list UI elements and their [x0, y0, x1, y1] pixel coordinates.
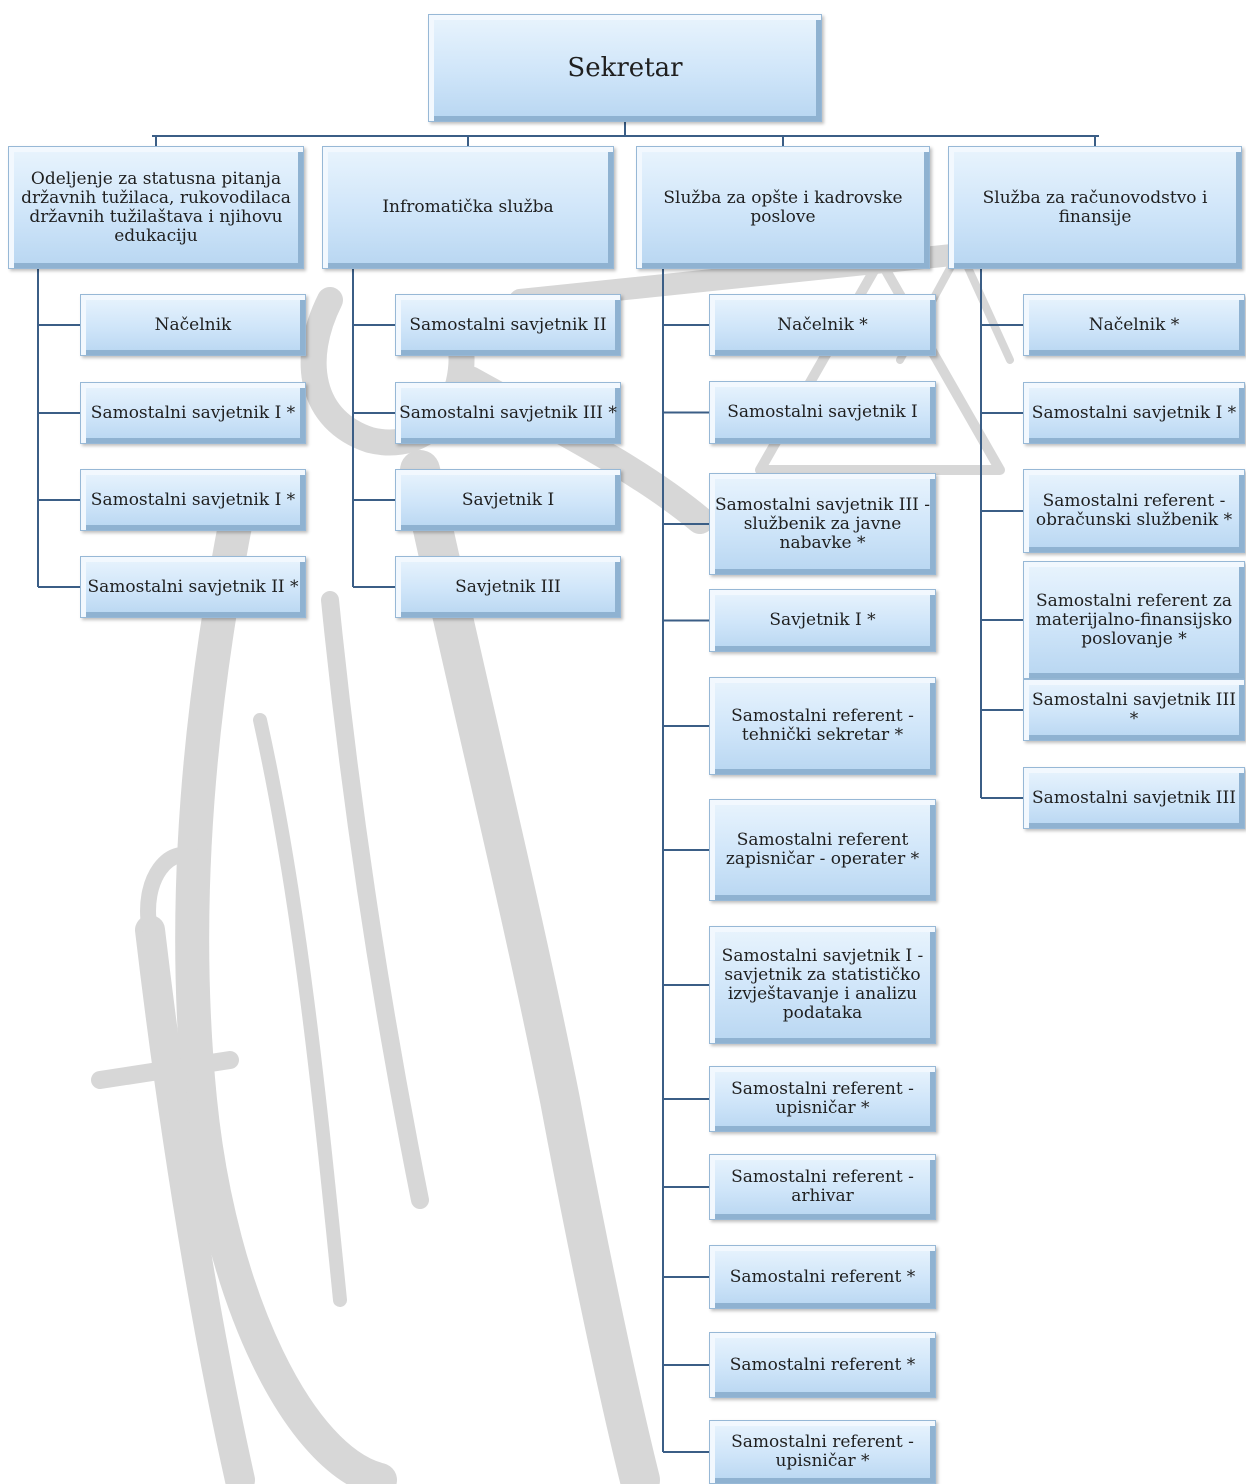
position-box-3-9: Samostalni referent - arhivar: [709, 1154, 936, 1220]
position-box-3-7: Samostalni savjetnik I - savjetnik za st…: [709, 926, 936, 1044]
department-box-3: Služba za opšte i kadrovske poslove: [636, 146, 930, 269]
position-box-2-2-label: Samostalni savjetnik III *: [399, 402, 617, 423]
position-box-2-1: Samostalni savjetnik II: [395, 294, 621, 356]
position-box-3-5-label: Samostalni referent - tehnički sekretar …: [731, 706, 914, 745]
department-box-1: Odeljenje za statusna pitanja državnih t…: [8, 146, 304, 269]
position-box-3-3: Samostalni savjetnik III - službenik za …: [709, 473, 936, 575]
position-box-4-6: Samostalni savjetnik III: [1023, 767, 1245, 829]
root-box-sekretar: Sekretar: [428, 14, 822, 122]
position-box-3-10: Samostalni referent *: [709, 1245, 936, 1309]
department-box-2-label: Infromatička služba: [382, 197, 554, 217]
department-box-3-label: Služba za opšte i kadrovske poslove: [663, 187, 903, 227]
position-box-2-1-label: Samostalni savjetnik II: [409, 314, 607, 335]
position-box-2-3: Savjetnik I: [395, 469, 621, 531]
position-box-3-4: Savjetnik I *: [709, 589, 936, 652]
position-box-2-4-label: Savjetnik III: [455, 576, 561, 597]
department-box-1-label: Odeljenje za statusna pitanja državnih t…: [21, 168, 291, 246]
position-box-4-4: Samostalni referent za materijalno-finan…: [1023, 561, 1245, 679]
position-box-3-2-label: Samostalni savjetnik I: [727, 402, 918, 422]
position-box-4-3: Samostalni referent - obračunski služben…: [1023, 469, 1245, 553]
position-box-4-3-label: Samostalni referent - obračunski služben…: [1035, 491, 1233, 530]
position-box-2-3-label: Savjetnik I: [461, 489, 555, 510]
position-box-3-11: Samostalni referent *: [709, 1332, 936, 1398]
position-box-4-1-label: Načelnik *: [1088, 314, 1180, 335]
position-box-3-8: Samostalni referent - upisničar *: [709, 1066, 936, 1132]
position-box-4-2: Samostalni savjetnik I *: [1023, 382, 1245, 444]
department-box-4-label: Služba za računovodstvo i finansije: [982, 187, 1208, 227]
position-box-3-8-label: Samostalni referent - upisničar *: [731, 1079, 914, 1118]
position-box-3-2: Samostalni savjetnik I: [709, 381, 936, 444]
position-box-2-2: Samostalni savjetnik III *: [395, 382, 621, 444]
position-box-3-11-label: Samostalni referent *: [729, 1354, 916, 1375]
position-box-3-12-label: Samostalni referent - upisničar *: [731, 1432, 914, 1471]
position-box-2-4: Savjetnik III: [395, 556, 621, 618]
position-box-3-3-label: Samostalni savjetnik III - službenik za …: [714, 494, 931, 553]
position-box-1-1: Načelnik: [80, 294, 306, 356]
position-box-3-10-label: Samostalni referent *: [729, 1266, 916, 1287]
position-box-3-7-label: Samostalni savjetnik I - savjetnik za st…: [721, 946, 924, 1023]
position-box-3-6: Samostalni referent zapisničar - operate…: [709, 799, 936, 901]
position-box-1-4: Samostalni savjetnik II *: [80, 556, 306, 618]
position-box-1-4-label: Samostalni savjetnik II *: [87, 576, 299, 597]
position-box-4-1: Načelnik *: [1023, 294, 1245, 356]
position-box-3-4-label: Savjetnik I *: [769, 610, 876, 630]
position-box-4-4-label: Samostalni referent za materijalno-finan…: [1035, 590, 1233, 649]
position-box-1-2-label: Samostalni savjetnik I *: [90, 402, 296, 423]
position-box-4-6-label: Samostalni savjetnik III: [1032, 787, 1236, 808]
position-box-1-3-label: Samostalni savjetnik I *: [90, 489, 296, 510]
position-box-4-5-label: Samostalni savjetnik III *: [1032, 690, 1236, 729]
position-box-3-5: Samostalni referent - tehnički sekretar …: [709, 677, 936, 775]
position-box-1-1-label: Načelnik: [154, 314, 232, 335]
position-box-3-12: Samostalni referent - upisničar *: [709, 1420, 936, 1484]
position-box-3-1: Načelnik *: [709, 294, 936, 356]
position-box-3-1-label: Načelnik *: [777, 314, 868, 335]
department-box-4: Služba za računovodstvo i finansije: [948, 146, 1242, 269]
position-box-3-6-label: Samostalni referent zapisničar - operate…: [725, 830, 920, 869]
department-box-2: Infromatička služba: [322, 146, 614, 269]
position-box-4-5: Samostalni savjetnik III *: [1023, 679, 1245, 741]
position-box-1-3: Samostalni savjetnik I *: [80, 469, 306, 531]
position-box-1-2: Samostalni savjetnik I *: [80, 382, 306, 444]
position-box-4-2-label: Samostalni savjetnik I *: [1031, 402, 1237, 423]
root-label: Sekretar: [567, 53, 683, 83]
position-box-3-9-label: Samostalni referent - arhivar: [731, 1167, 914, 1206]
